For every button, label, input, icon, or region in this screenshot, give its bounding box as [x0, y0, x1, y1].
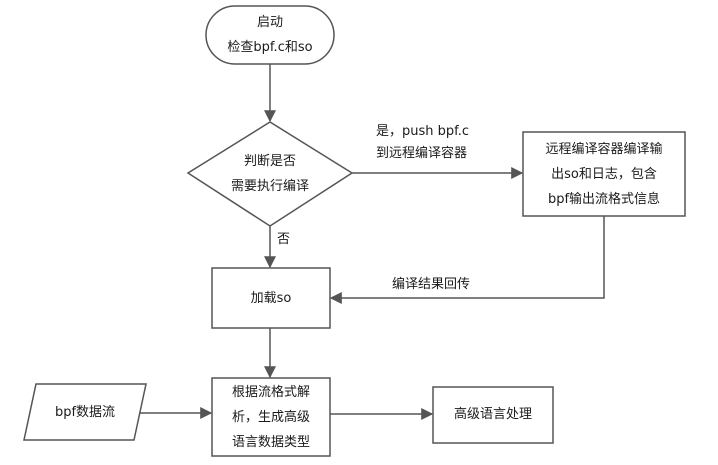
high-level-processing-node	[432, 386, 554, 444]
bpf-stream-label: bpf数据流	[30, 400, 140, 425]
remote-line-1: 远程编译容器编译输	[545, 142, 663, 157]
input-line-1: bpf数据流	[54, 405, 116, 420]
decision-line-2: 需要执行编译	[230, 179, 309, 194]
decision-label: 判断是否 需要执行编译	[200, 149, 340, 199]
no-edge-label: 否	[277, 229, 290, 251]
start-line-2: 检查bpf.c和so	[227, 40, 313, 55]
load-so-label: 加载so	[212, 286, 330, 311]
remote-line-3: bpf输出流格式信息	[547, 192, 661, 207]
yes-edge-label: 是，push bpf.c 到远程编译容器	[376, 121, 469, 165]
remote-compile-node	[522, 131, 686, 217]
start-line-1: 启动	[256, 15, 283, 30]
edge-remote-to-load	[329, 216, 605, 304]
yes-line-2: 到远程编译容器	[376, 146, 468, 161]
bpf-stream-input-node	[23, 383, 147, 441]
return-edge-label: 编译结果回传	[392, 274, 470, 296]
load-line-1: 加载so	[250, 291, 292, 306]
parse-line-2: 析，生成高级	[231, 410, 310, 425]
highlevel-line-1: 高级语言处理	[453, 407, 532, 422]
parse-label: 根据流格式解 析，生成高级 语言数据类型	[212, 380, 330, 455]
parse-line-3: 语言数据类型	[231, 435, 310, 450]
high-level-label: 高级语言处理	[433, 402, 553, 427]
load-so-node	[211, 267, 331, 329]
start-label: 启动 检查bpf.c和so	[206, 10, 334, 60]
decision-line-1: 判断是否	[243, 154, 296, 169]
parse-line-1: 根据流格式解	[231, 385, 310, 400]
return-line-1: 编译结果回传	[392, 277, 471, 292]
no-line-1: 否	[277, 232, 291, 247]
remote-compile-label: 远程编译容器编译输 出so和日志，包含 bpf输出流格式信息	[523, 137, 685, 212]
remote-line-2: 出so和日志，包含	[551, 167, 657, 182]
yes-line-1: 是，push bpf.c	[376, 124, 470, 139]
